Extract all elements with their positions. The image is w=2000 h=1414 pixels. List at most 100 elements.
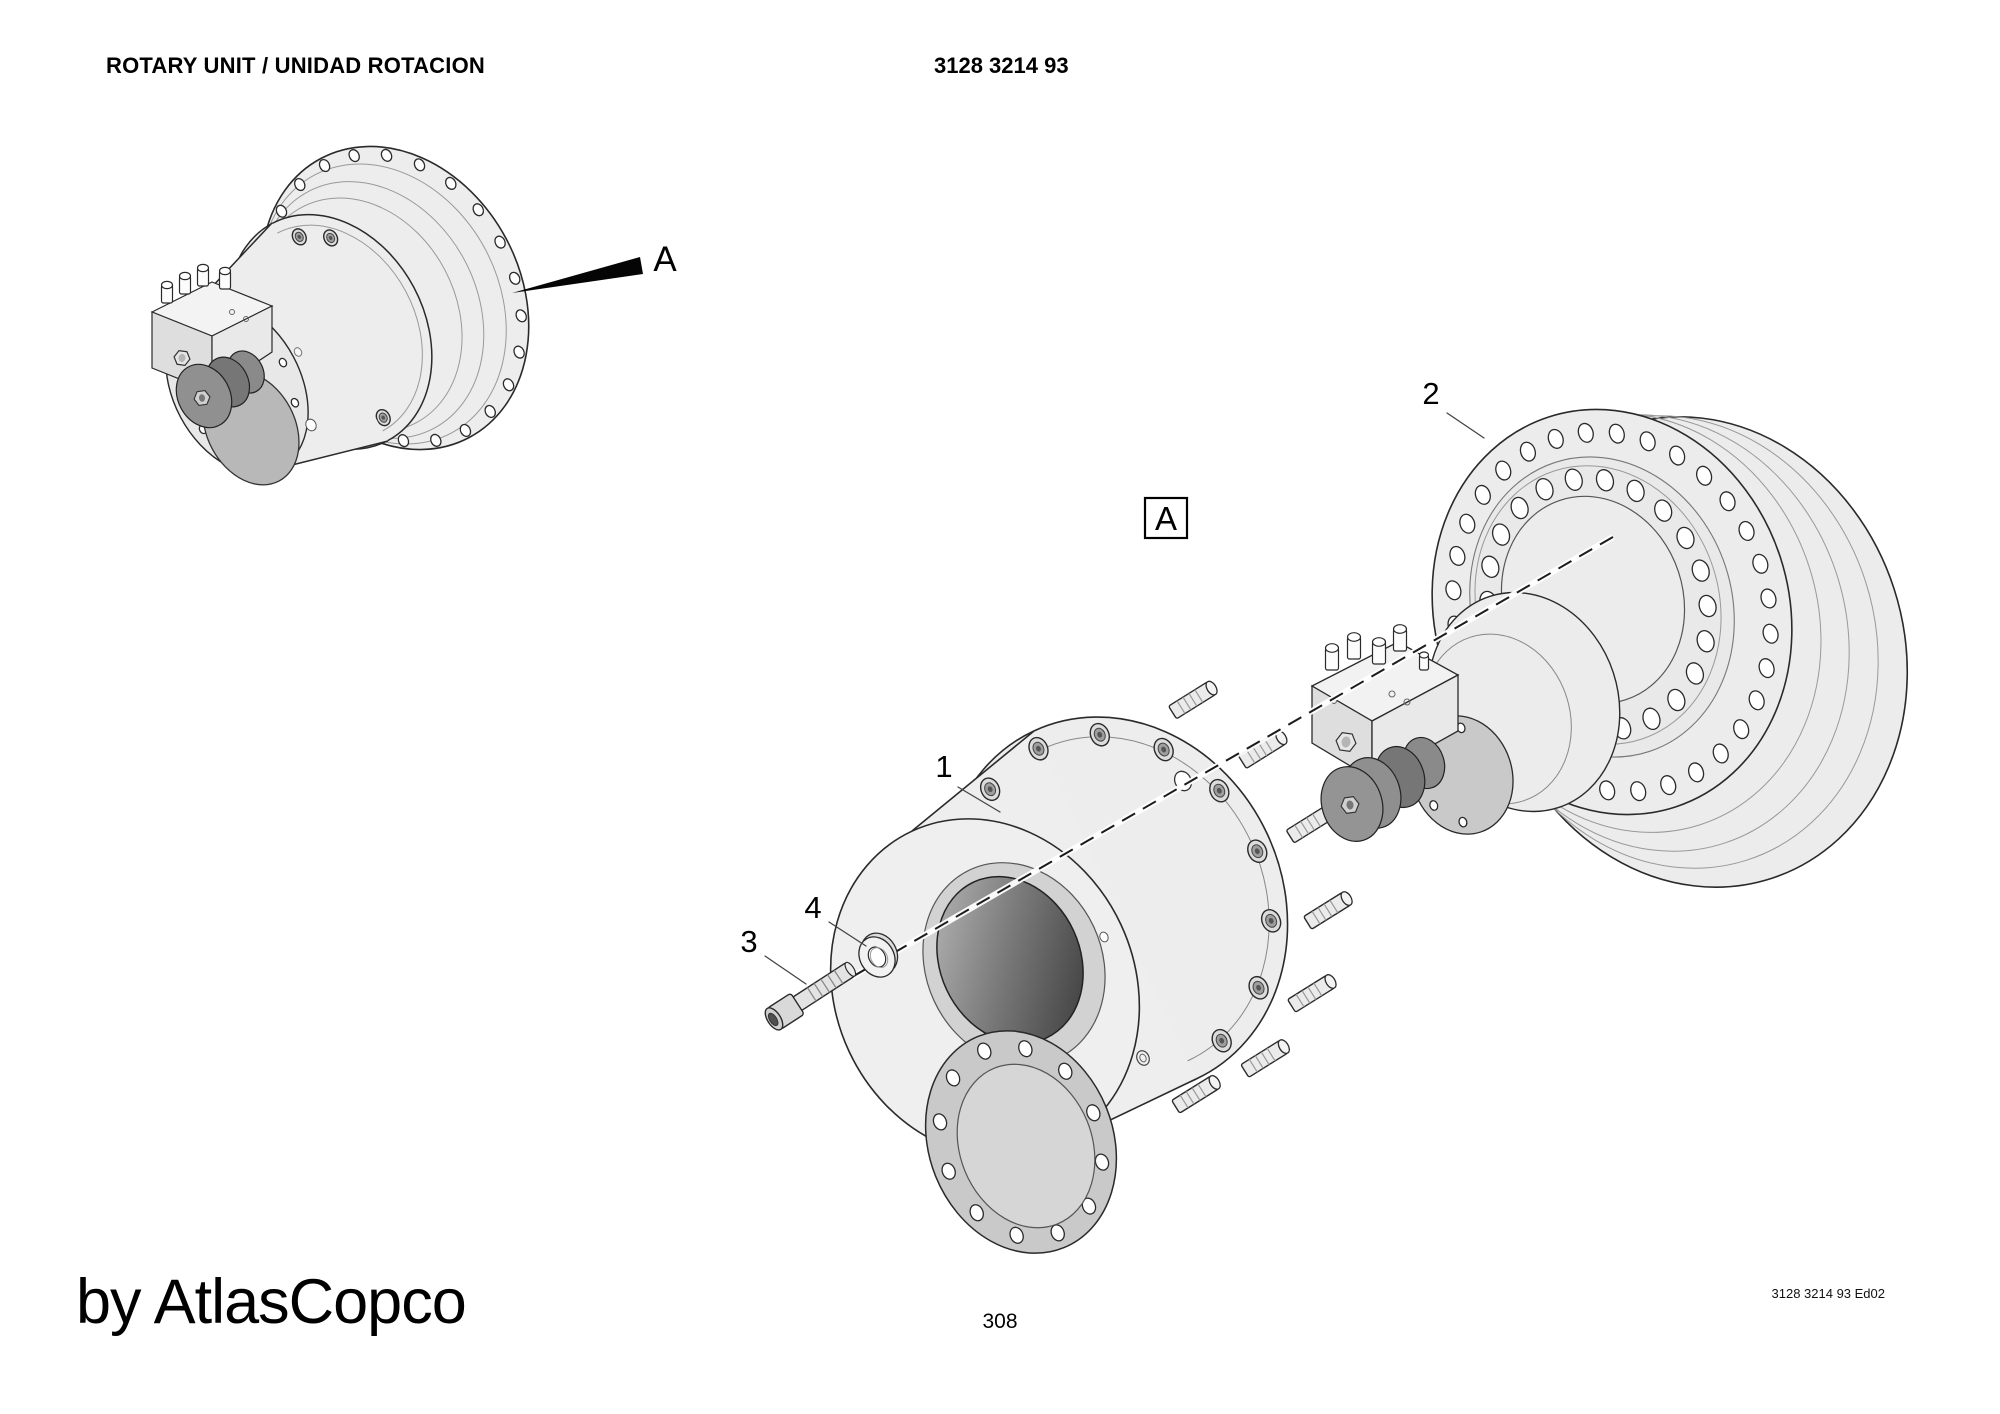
bolt-hole [1474,484,1491,505]
stud-bolt [1287,974,1337,1013]
bolt-hole [1510,496,1529,520]
part-4-washer [858,932,899,978]
socket-head-bolt [979,777,1001,802]
bolt-hole [515,309,527,323]
bolt-hole [1758,658,1775,679]
bolt-hole [1094,1153,1110,1171]
bolt-hole [1752,553,1769,574]
bolt-hole [1669,445,1686,466]
part-3-cap-screw [764,961,857,1031]
callout-2: 2 [1422,376,1439,411]
bolt-hole [502,378,515,392]
stud-bolt [1171,1074,1221,1114]
callouts: 1 2 3 4 A [740,376,1485,985]
bolt-hole [1445,580,1462,601]
bolt-hole [397,434,410,448]
bolt-hole [1459,513,1476,534]
housing-body-edge [279,440,389,469]
port-fitting [218,266,232,290]
socket-head-bolt [1028,736,1049,761]
bolt-hole [945,1069,961,1087]
bolt-hole [1738,520,1755,541]
shaft-coupling [175,350,265,429]
socket-head-bolt [1248,975,1269,1000]
bolt-hole [1086,1104,1101,1122]
bolt-hole [1449,545,1466,566]
leader-line-4 [828,921,867,947]
bolt-hole [1018,1040,1033,1058]
leader-line-2 [1446,412,1485,439]
bolt-hole [1696,629,1715,653]
hydraulic-ports [160,263,232,304]
socket-head-bolt [291,228,307,246]
bolt-hole [1676,526,1695,550]
hex-plug [1335,732,1357,752]
edition-reference: 3128 3214 93 Ed02 [1771,1286,1886,1301]
bolt-hole [1660,775,1677,796]
gauge-port-dot [1388,690,1396,698]
bolt-hole [494,235,506,249]
socket-head-bolt [1247,839,1268,864]
bolt-hole [1481,555,1500,579]
bolt-hole [1458,816,1468,828]
bolt-hole [1639,431,1656,452]
face-pin-hole [1099,931,1109,943]
socket-head-bolt [375,408,391,427]
housing-body-bridge [194,223,388,468]
document-number: 3128 3214 93 [934,53,1069,78]
socket-head-bolt [1211,1028,1232,1053]
bolt-hole [1712,743,1729,764]
port-fitting [1418,651,1430,671]
bolt-hole [941,1162,956,1180]
hydraulic-ports [1324,624,1430,671]
bolt-hole [1058,1062,1073,1080]
bottom-flange-face [956,1063,1096,1229]
brand-watermark: by AtlasCopco [76,1267,467,1337]
socket-head-bolt [1209,778,1230,803]
page-title: ROTARY UNIT / UNIDAD ROTACION [106,53,485,78]
bolt-hole [380,148,393,162]
port-fitting [1346,632,1362,660]
bolt-hole [1654,499,1673,522]
bolt-hole [1760,588,1777,609]
bolt-hole [1667,688,1686,712]
detail-view-arrow-icon [512,257,643,293]
socket-head-bolt [1260,909,1282,933]
coupling-hex-nut [193,390,211,406]
bolt-hole [513,345,525,359]
bolt-hole [977,1042,992,1060]
leader-line-3 [764,955,807,985]
coupling-hex-nut [1340,796,1360,814]
bolt-hole [1687,762,1705,783]
bolt-hole [1691,559,1710,582]
bolt-hole [290,397,300,408]
view-reference-label: A [1155,500,1177,537]
bolt-hole [1733,719,1750,740]
leader-line-1 [957,786,1001,813]
stud-bolt [1303,891,1353,930]
view-reference-box [1143,496,1189,540]
port-fitting [1371,637,1387,665]
part-2-rotary-drum [1310,408,1909,888]
port-fitting [1324,643,1340,671]
bolt-hole [969,1204,984,1222]
bolt-hole [1748,690,1765,711]
bolt-hole [1564,468,1583,491]
bolt-hole [1429,800,1439,811]
bolt-hole [1626,479,1645,503]
bolt-hole [1547,428,1564,449]
port-fitting [1392,624,1408,652]
bolt-hole [459,423,472,438]
bore-opening [936,875,1084,1045]
port-fitting [178,271,192,295]
bolt-hole [1009,1226,1024,1244]
socket-head-bolt [1089,722,1110,747]
callout-4: 4 [804,890,821,925]
bolt-hole [1535,477,1554,501]
bottom-flange-hole-ring [932,1040,1110,1244]
gauge-port-dot [1403,698,1411,706]
bolt-hole [508,271,521,285]
bolt-hole [1685,662,1705,685]
